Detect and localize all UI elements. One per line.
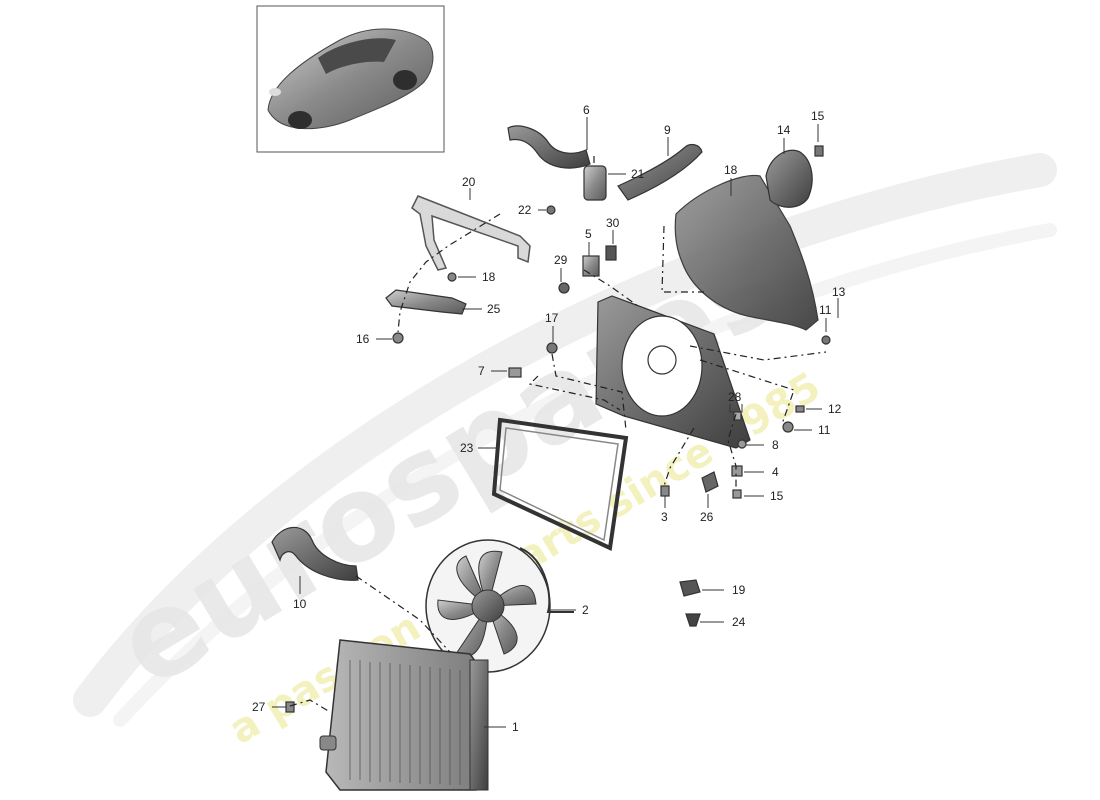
part-11-nut-lower [782, 421, 794, 433]
part-24-push-rivet [685, 613, 701, 627]
callout-25: 25 [487, 302, 501, 316]
callout-1: 1 [512, 720, 519, 734]
callout-18-left: 18 [482, 270, 496, 284]
callout-11-upper: 11 [819, 303, 832, 317]
callout-5: 5 [585, 227, 592, 241]
part-30-clip [605, 245, 617, 261]
part-18-bolt [447, 272, 457, 282]
part-29-screw [558, 282, 570, 294]
part-15-clip-bottom [732, 489, 742, 499]
callout-8: 8 [772, 438, 779, 452]
callout-13: 13 [832, 285, 846, 299]
part-27-clip [285, 701, 295, 713]
part-5-clip [582, 255, 600, 277]
callout-11-lower: 11 [818, 423, 831, 437]
callout-17: 17 [545, 311, 559, 325]
part-11-nut-top [821, 335, 831, 345]
part-3-clip [660, 485, 670, 497]
part-23-gasket [491, 417, 629, 551]
car-thumbnail-icon [267, 28, 434, 130]
part-26-retainer [701, 471, 719, 493]
part-9-hose [617, 143, 703, 201]
fan-housing-hub [647, 345, 677, 375]
part-16-nut [392, 332, 404, 344]
watermark: eurospares a passion for parts since 198… [73, 153, 1057, 754]
callout-15-top: 15 [811, 109, 825, 123]
part-25-bracket [385, 289, 467, 315]
callout-20: 20 [462, 175, 476, 189]
part-18-shroud [674, 174, 819, 331]
callout-15-bottom: 15 [770, 489, 784, 503]
callout-6: 6 [583, 103, 590, 117]
callout-28: 28 [728, 390, 742, 404]
part-7-clip [508, 367, 522, 378]
part-1-radiator [319, 639, 489, 791]
callout-21: 21 [631, 167, 645, 181]
part-20-pipe [411, 195, 531, 271]
callout-24: 24 [732, 615, 746, 629]
part-10-lower-hose [271, 526, 359, 581]
part-23-gasket-inner [499, 427, 619, 542]
part-17-nut [546, 342, 558, 354]
part-4-mount [731, 465, 743, 477]
callout-2: 2 [582, 603, 589, 617]
callout-4: 4 [772, 465, 779, 479]
callout-19: 19 [732, 583, 746, 597]
callout-leaders [272, 117, 839, 728]
car-thumbnail [256, 5, 445, 153]
part-22-bolt [546, 205, 556, 215]
part-21-connector [583, 165, 607, 201]
part-6-upper-hose [507, 125, 591, 169]
callout-10: 10 [293, 597, 307, 611]
callout-22: 22 [518, 203, 532, 217]
callout-16: 16 [356, 332, 370, 346]
callout-30: 30 [606, 216, 620, 230]
callout-labels: 1 2 3 4 5 6 7 8 9 10 11 11 12 13 14 15 1… [252, 103, 846, 734]
part-12-stud [795, 405, 805, 413]
callout-18-shroud: 18 [724, 163, 738, 177]
callout-3: 3 [661, 510, 668, 524]
callout-23: 23 [460, 441, 474, 455]
part-14-cover [765, 149, 813, 208]
callout-14: 14 [777, 123, 791, 137]
callout-29: 29 [554, 253, 568, 267]
part-2-fan [425, 539, 574, 673]
callout-9: 9 [664, 123, 671, 137]
part-8-clip [737, 439, 747, 449]
part-19-clip [679, 579, 701, 597]
part-15-clip-top [814, 145, 824, 157]
callout-7: 7 [478, 364, 485, 378]
callout-26: 26 [700, 510, 714, 524]
callout-27: 27 [252, 700, 266, 714]
assembly-lines [289, 156, 827, 713]
callout-12: 12 [828, 402, 842, 416]
